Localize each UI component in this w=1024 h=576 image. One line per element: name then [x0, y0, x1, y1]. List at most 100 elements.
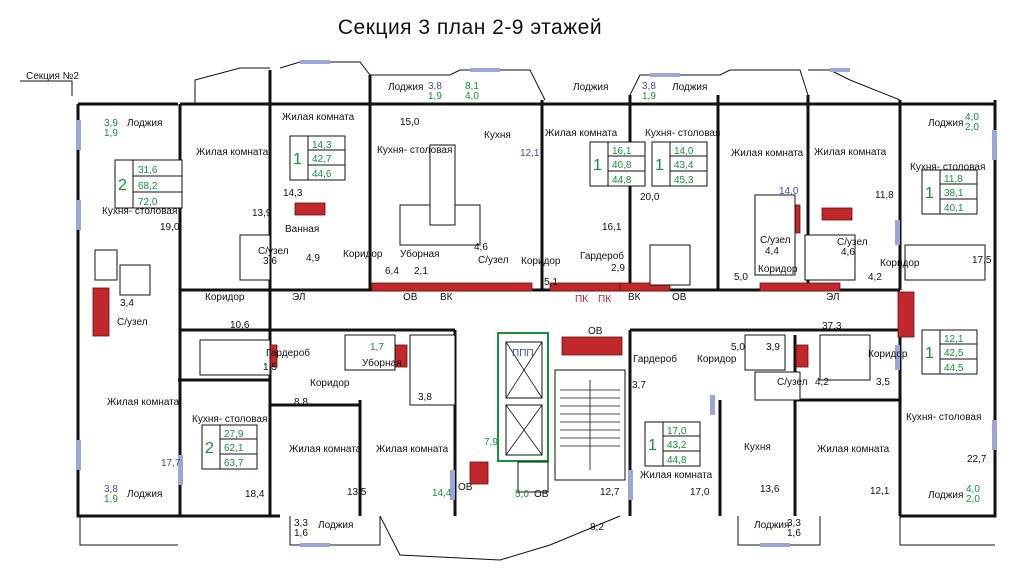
svg-text:ПК: ПК [598, 294, 611, 305]
svg-text:14,4: 14,4 [432, 488, 452, 499]
svg-text:ВК: ВК [440, 292, 453, 303]
svg-text:37,3: 37,3 [822, 321, 842, 332]
svg-text:14,3: 14,3 [283, 188, 303, 199]
svg-text:16,1: 16,1 [602, 222, 622, 233]
svg-text:3,4: 3,4 [120, 298, 134, 309]
svg-text:Коридор: Коридор [697, 354, 737, 365]
svg-text:Коридор: Коридор [868, 349, 908, 360]
svg-text:31,6: 31,6 [138, 165, 158, 176]
svg-text:4,2: 4,2 [815, 377, 829, 388]
svg-text:Коридор: Коридор [310, 378, 350, 389]
apartment-box-8: 1 17,0 43,2 44,8 [644, 421, 701, 467]
svg-text:ОВ: ОВ [588, 326, 603, 337]
svg-text:8,2: 8,2 [590, 522, 604, 533]
svg-text:13,5: 13,5 [347, 487, 367, 498]
svg-text:Жилая комната: Жилая комната [282, 112, 355, 123]
svg-text:44,6: 44,6 [312, 169, 332, 180]
svg-text:1,9: 1,9 [104, 128, 118, 139]
svg-text:1: 1 [293, 151, 302, 168]
svg-text:5,1: 5,1 [544, 277, 558, 288]
svg-text:6,4: 6,4 [385, 266, 399, 277]
svg-text:15,0: 15,0 [400, 117, 420, 128]
svg-text:Кухня- столовая: Кухня- столовая [910, 162, 985, 173]
svg-text:3,5: 3,5 [876, 377, 890, 388]
svg-text:Гардероб: Гардероб [633, 353, 677, 365]
svg-text:Гардероб: Гардероб [580, 250, 624, 262]
svg-text:3,8: 3,8 [104, 484, 118, 495]
svg-text:ПК: ПК [575, 294, 588, 305]
svg-text:1: 1 [925, 345, 934, 362]
svg-text:С/узел: С/узел [478, 255, 509, 266]
svg-text:1,7: 1,7 [370, 342, 384, 353]
svg-text:43,4: 43,4 [674, 160, 694, 171]
svg-text:22,7: 22,7 [967, 454, 987, 465]
apartment-box-5: 1 11,8 38,1 40,1 [921, 169, 978, 215]
svg-text:С/узел: С/узел [837, 237, 868, 248]
svg-text:42,5: 42,5 [944, 348, 964, 359]
svg-text:Жилая комната: Жилая комната [289, 444, 362, 455]
svg-text:3,6: 3,6 [263, 256, 277, 267]
svg-text:ОВ: ОВ [672, 292, 687, 303]
svg-text:ВК: ВК [628, 292, 641, 303]
svg-text:Коридор: Коридор [205, 292, 245, 303]
svg-text:14,0: 14,0 [674, 146, 694, 157]
svg-text:42,7: 42,7 [312, 154, 332, 165]
svg-text:2,9: 2,9 [611, 263, 625, 274]
svg-text:Жилая комната: Жилая комната [640, 470, 713, 481]
apartment-box-4: 1 14,0 43,4 45,3 [651, 141, 708, 187]
svg-text:20,0: 20,0 [640, 192, 660, 203]
svg-text:4,4: 4,4 [765, 246, 779, 257]
svg-text:Кухня: Кухня [744, 442, 771, 453]
svg-text:44,8: 44,8 [612, 175, 632, 186]
apartment-box-6: 1 12,1 42,5 44,5 [921, 329, 978, 375]
svg-text:14,3: 14,3 [312, 140, 332, 151]
svg-text:2,0: 2,0 [965, 122, 979, 133]
svg-text:С/узел: С/узел [760, 235, 791, 246]
svg-text:Лоджия: Лоджия [573, 82, 608, 93]
svg-text:Ванная: Ванная [285, 224, 319, 235]
svg-text:13,6: 13,6 [760, 484, 780, 495]
svg-text:12,7: 12,7 [600, 487, 620, 498]
svg-text:3,3: 3,3 [787, 518, 801, 529]
svg-text:Лоджия: Лоджия [318, 520, 353, 531]
svg-text:Жилая комната: Жилая комната [196, 147, 269, 158]
svg-text:72,0: 72,0 [138, 197, 158, 208]
svg-text:63,7: 63,7 [224, 458, 244, 469]
svg-text:3,8: 3,8 [642, 81, 656, 92]
svg-text:Жилая комната: Жилая комната [376, 444, 449, 455]
svg-text:Гардероб: Гардероб [266, 347, 310, 359]
svg-text:12,1: 12,1 [520, 148, 540, 159]
svg-text:10,6: 10,6 [230, 320, 250, 331]
section-ref-label: Секция №2 [26, 71, 79, 82]
svg-text:4,0: 4,0 [965, 112, 979, 123]
svg-text:45,3: 45,3 [674, 175, 694, 186]
svg-text:3,7: 3,7 [632, 380, 646, 391]
svg-text:18,4: 18,4 [245, 489, 265, 500]
svg-text:ЭЛ: ЭЛ [292, 292, 305, 303]
svg-text:4,0: 4,0 [465, 91, 479, 102]
svg-text:2,0: 2,0 [966, 494, 980, 505]
svg-text:Лоджия: Лоджия [928, 118, 963, 129]
svg-text:13,9: 13,9 [252, 208, 272, 219]
svg-text:3,9: 3,9 [766, 342, 780, 353]
svg-text:Лоджия: Лоджия [928, 490, 963, 501]
loggia-outlines [79, 61, 995, 561]
svg-text:7,9: 7,9 [484, 437, 498, 448]
svg-text:38,1: 38,1 [944, 188, 964, 199]
svg-text:2: 2 [118, 177, 127, 194]
svg-text:3,9: 3,9 [104, 118, 118, 129]
svg-text:Жилая комната: Жилая комната [814, 147, 887, 158]
svg-text:Кухня- столовая: Кухня- столовая [645, 128, 720, 139]
svg-text:44,5: 44,5 [944, 363, 964, 374]
svg-text:17,0: 17,0 [667, 426, 687, 437]
svg-text:Кухня- столовая: Кухня- столовая [377, 145, 452, 156]
apartment-box-2: 1 14,3 42,7 44,6 [289, 135, 346, 181]
svg-text:Жилая комната: Жилая комната [817, 444, 890, 455]
svg-text:44,8: 44,8 [667, 455, 687, 466]
ppp-label: ППП [512, 348, 534, 359]
svg-text:1,6: 1,6 [787, 528, 801, 539]
svg-text:19,0: 19,0 [160, 222, 180, 233]
svg-text:4,6: 4,6 [474, 242, 488, 253]
svg-text:4,6: 4,6 [841, 247, 855, 258]
